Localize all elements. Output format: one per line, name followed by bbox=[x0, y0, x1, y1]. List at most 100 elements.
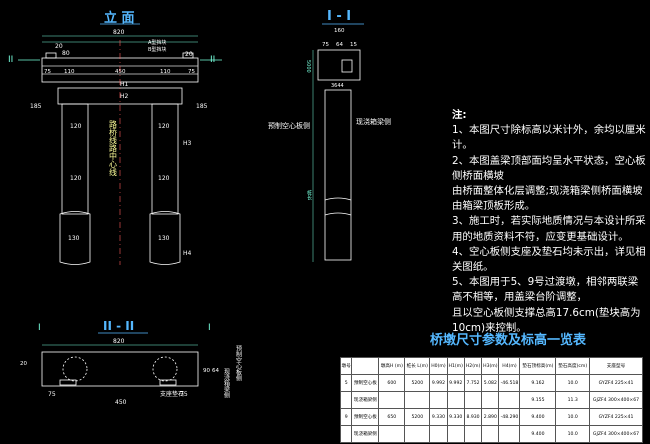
note-item-3: 由桥面整体化层调整;现浇箱梁侧桥面横坡由箱梁顶板形成。 bbox=[452, 185, 643, 213]
cell: -46.518 bbox=[498, 374, 521, 392]
th-10: 垫石高度(cm) bbox=[555, 357, 590, 375]
cell bbox=[429, 391, 448, 409]
parameter-table: 墩号 墩高H (m) 桩长 L(m) H0(m) H1(m) H2(m) H3(… bbox=[339, 357, 644, 443]
column-left bbox=[61, 103, 89, 215]
cell: 5200 bbox=[404, 408, 431, 426]
cell: 9 bbox=[339, 408, 353, 426]
cell bbox=[498, 425, 521, 443]
cell: 现浇箱梁侧 bbox=[351, 391, 380, 409]
note-item-4: 3、施工时，若实际地质情况与本设计所采用的地质资料不符，应变更基础设计。 bbox=[452, 215, 646, 243]
sec1-dim-75: 75 bbox=[322, 42, 329, 48]
col-dim-4: 120 bbox=[158, 175, 170, 182]
sec2-dim-75-left: 75 bbox=[48, 391, 56, 398]
cell: 5.082 bbox=[481, 374, 500, 392]
th-6: H2(m) bbox=[463, 357, 483, 375]
sec2-dim-64: 64 bbox=[212, 368, 219, 374]
cell: 8.930 bbox=[463, 408, 483, 426]
notes-heading: 注: bbox=[452, 109, 467, 121]
label-h4: H4 bbox=[183, 250, 192, 257]
cell: 9.330 bbox=[446, 408, 465, 426]
cell: 9.330 bbox=[429, 408, 448, 426]
cell bbox=[404, 391, 431, 409]
th-11: 支座型号 bbox=[588, 357, 644, 375]
section-2-title: II - II bbox=[103, 319, 134, 333]
sec1-vlabel-pile: 桩长 bbox=[306, 189, 312, 201]
th-4: H0(m) bbox=[429, 357, 448, 375]
cell: 600 bbox=[378, 374, 406, 392]
cell: 9.155 bbox=[519, 391, 557, 409]
cell: GYZF4 225×41 bbox=[588, 374, 644, 392]
pile-left bbox=[59, 211, 91, 265]
note-item-5: 4、空心板侧支座及垫石均未示出，详见相关图纸。 bbox=[452, 245, 646, 274]
label-h2: H2 bbox=[120, 93, 129, 100]
cell bbox=[404, 425, 431, 443]
th-7: H3(m) bbox=[481, 357, 500, 375]
cell bbox=[339, 425, 353, 443]
cell: 10.0 bbox=[555, 425, 590, 443]
cell: 650 bbox=[378, 408, 406, 426]
table-title: 桥墩尺寸参数及标高一览表 bbox=[430, 333, 587, 348]
notes-block: 注: 1、本图尺寸除标高以米计外，余均以厘米计。 2、本图盖梁顶部面均呈水平状态… bbox=[452, 108, 648, 336]
sec2-dim-450: 450 bbox=[115, 399, 127, 406]
sec1-cap bbox=[317, 49, 361, 81]
label-a-block: A型挡块 bbox=[148, 39, 166, 46]
cell: 10.0 bbox=[555, 374, 590, 392]
sec1-dim-15: 15 bbox=[350, 42, 357, 48]
note-item-1: 1、本图尺寸除标高以米计外，余均以厘米计。 bbox=[452, 124, 646, 152]
seg-75-left: 75 bbox=[44, 69, 51, 75]
table-header-row: 墩号 墩高H (m) 桩长 L(m) H0(m) H1(m) H2(m) H3(… bbox=[339, 357, 644, 375]
dim-185-left: 185 bbox=[30, 103, 42, 110]
cell: 2.890 bbox=[481, 408, 500, 426]
cell: 9.400 bbox=[519, 408, 557, 426]
sec2-dim-90: 90 bbox=[203, 368, 210, 374]
center-line-label: 路桥线路中心线 bbox=[109, 119, 118, 176]
sec1-dim-160: 160 bbox=[334, 28, 345, 34]
dim-20-right: 20 bbox=[185, 51, 193, 58]
cell bbox=[378, 391, 406, 409]
cell bbox=[378, 425, 406, 443]
note-item-6: 5、本图用于5、9号过渡墩，相邻两联梁高不相等，用盖梁台阶调整， bbox=[452, 276, 639, 304]
sec1-dim-64: 64 bbox=[336, 42, 343, 48]
th-0: 墩号 bbox=[339, 357, 353, 375]
cell bbox=[481, 425, 500, 443]
section-mark-left: II bbox=[8, 55, 13, 65]
cell: GJZF4 300×400×67 bbox=[588, 425, 644, 443]
dim-80: 80 bbox=[62, 50, 70, 57]
sec2-mark-left: I bbox=[38, 323, 41, 333]
sec1-vlabel: 5000 bbox=[305, 60, 311, 73]
pile-dim-right: 130 bbox=[158, 235, 170, 242]
cell: 10.0 bbox=[555, 408, 590, 426]
note-item-7: 且以空心板侧支撑总高17.6cm(垫块高为10cm)来控制。 bbox=[452, 306, 641, 334]
th-2: 墩高H (m) bbox=[378, 357, 406, 375]
sec1-right-label: 现浇箱梁侧 bbox=[356, 117, 391, 126]
th-9: 垫石顶标高(m) bbox=[519, 357, 557, 375]
section-2-view: II - II I I 820 75 450 75 支座垫石 90 64 现浇箱… bbox=[20, 319, 242, 406]
elevation-view: 立 面 820 20 80 20 A型挡块 B型挡块 75 110 450 11… bbox=[8, 10, 222, 265]
sec2-cap-plan bbox=[41, 351, 199, 387]
th-8: H4(m) bbox=[498, 357, 521, 375]
cell: 9.992 bbox=[446, 374, 465, 392]
sec2-dim-20: 20 bbox=[20, 361, 27, 367]
sec2-support-label: 支座垫石 bbox=[160, 390, 184, 398]
col-dim-2: 120 bbox=[158, 123, 170, 130]
cell: GYZF4 225×41 bbox=[588, 408, 644, 426]
th-5: H1(m) bbox=[446, 357, 465, 375]
dim-20-left: 20 bbox=[55, 43, 63, 50]
sec2-left-label: 现浇箱梁侧 bbox=[223, 368, 230, 399]
label-b-block: B型挡块 bbox=[148, 46, 166, 53]
th-3: 桩长 L(m) bbox=[404, 357, 431, 375]
cell: 9.162 bbox=[519, 374, 557, 392]
column-right bbox=[151, 103, 179, 215]
sec2-dim-75-right: 75 bbox=[180, 391, 188, 398]
sec1-column bbox=[324, 89, 352, 261]
seg-110-left: 110 bbox=[64, 69, 75, 75]
sec1-left-label: 预制空心板侧 bbox=[268, 121, 310, 130]
cell: 现浇箱梁侧 bbox=[351, 425, 380, 443]
cell: GJZF4 300×400×67 bbox=[588, 391, 644, 409]
col-dim-3: 120 bbox=[70, 175, 82, 182]
note-item-2: 2、本图盖梁顶部面均呈水平状态，空心板侧桥面横坡 bbox=[452, 154, 646, 182]
sec2-right-label: 预制空心板侧 bbox=[235, 344, 242, 382]
